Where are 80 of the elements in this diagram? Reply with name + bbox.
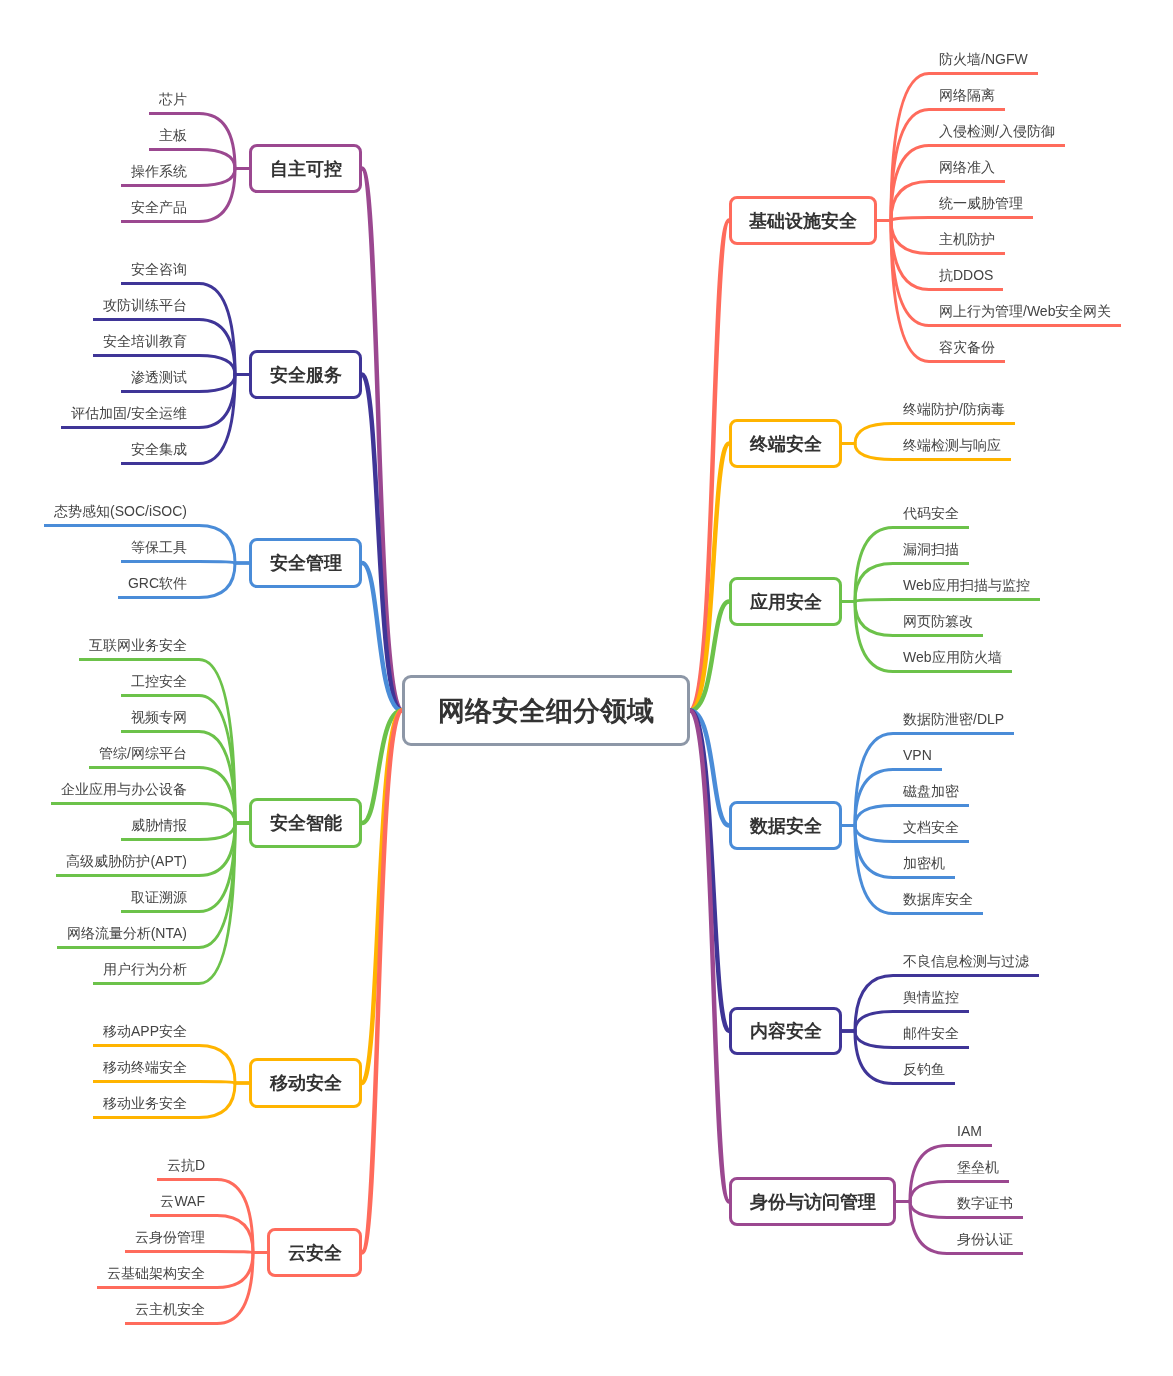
connector-line [197,561,251,599]
connector-line [840,824,895,915]
subtopic-label: 态势感知(SOC/iSOC) [44,501,199,527]
subtopic-label: 云主机安全 [125,1299,217,1325]
subtopic-label: 堡垒机 [947,1157,1009,1183]
subtopic-label: 网上行为管理/Web安全网关 [929,301,1122,327]
subtopic-label: 视频专网 [121,707,199,733]
subtopic-label: 代码安全 [893,503,969,529]
subtopic-label: 互联网业务安全 [79,635,199,661]
subtopic-label: 入侵检测/入侵防御 [929,121,1065,147]
topic-box: 数据安全 [729,801,842,850]
subtopic-label: 取证溯源 [121,887,199,913]
subtopic-label: 管综/网综平台 [89,743,199,769]
subtopic-label: 工控安全 [121,671,199,697]
subtopic-label: 不良信息检测与过滤 [893,951,1039,977]
subtopic-label: 威胁情报 [121,815,199,841]
topic-box: 基础设施安全 [729,196,877,245]
subtopic-label: 身份认证 [947,1229,1023,1255]
connector-line [840,442,895,461]
topic-box: 终端安全 [729,419,842,468]
subtopic-label: 主机防护 [929,229,1005,255]
subtopic-label: 云身份管理 [125,1227,217,1253]
subtopic-label: 云抗D [156,1155,217,1181]
subtopic-label: 移动终端安全 [93,1057,199,1083]
subtopic-label: 网络流量分析(NTA) [56,923,199,949]
subtopic-label: GRC软件 [117,573,199,599]
subtopic-label: 网页防篡改 [893,611,983,637]
subtopic-label: 磁盘加密 [893,781,969,807]
topic-box: 自主可控 [249,144,362,193]
subtopic-label: 高级威胁防护(APT) [56,851,199,877]
subtopic-label: 主板 [149,125,199,151]
subtopic-label: 云基础架构安全 [97,1263,217,1289]
subtopic-label: VPN [893,745,942,771]
subtopic-label: 反钓鱼 [893,1059,955,1085]
connector-line [840,1029,895,1085]
subtopic-label: 用户行为分析 [93,959,199,985]
subtopic-label: 安全集成 [121,439,199,465]
topic-box: 内容安全 [729,1007,842,1055]
topic-box: 安全智能 [249,798,362,848]
subtopic-label: 移动业务安全 [93,1093,199,1119]
subtopic-label: 统一威胁管理 [929,193,1033,219]
subtopic-label: Web应用防火墙 [893,647,1012,673]
subtopic-label: 邮件安全 [893,1023,969,1049]
topic-box: 安全服务 [249,350,362,399]
central-topic-box: 网络安全细分领域 [402,675,690,746]
subtopic-label: 网络隔离 [929,85,1005,111]
subtopic-label: 安全咨询 [121,259,199,285]
subtopic-label: 渗透测试 [121,367,199,393]
subtopic-label: 漏洞扫描 [893,539,969,565]
topic-box: 移动安全 [249,1058,362,1108]
subtopic-label: 终端检测与响应 [893,435,1011,461]
subtopic-label: 防火墙/NGFW [929,49,1038,75]
subtopic-label: 评估加固/安全运维 [61,403,199,429]
topic-box: 安全管理 [249,538,362,588]
subtopic-label: 抗DDOS [929,265,1004,291]
subtopic-label: 终端防护/防病毒 [893,399,1015,425]
subtopic-label: 文档安全 [893,817,969,843]
subtopic-label: IAM [947,1121,992,1147]
subtopic-label: 芯片 [149,89,199,115]
topic-box: 应用安全 [729,577,842,626]
subtopic-label: 安全产品 [121,197,199,223]
subtopic-label: 数字证书 [947,1193,1023,1219]
subtopic-label: 攻防训练平台 [93,295,199,321]
subtopic-label: 数据库安全 [893,889,983,915]
subtopic-label: 操作系统 [121,161,199,187]
subtopic-label: 移动APP安全 [93,1021,199,1047]
topic-box: 云安全 [267,1228,362,1277]
subtopic-label: 企业应用与办公设备 [51,779,199,805]
subtopic-label: 数据防泄密/DLP [893,709,1015,735]
topic-box: 身份与访问管理 [729,1177,896,1226]
subtopic-label: 加密机 [893,853,955,879]
subtopic-label: 等保工具 [121,537,199,563]
subtopic-label: 网络准入 [929,157,1005,183]
subtopic-label: 容灾备份 [929,337,1005,363]
subtopic-label: 舆情监控 [893,987,969,1013]
subtopic-label: 云WAF [150,1191,217,1217]
subtopic-label: Web应用扫描与监控 [893,575,1040,601]
subtopic-label: 安全培训教育 [93,331,199,357]
connector-line [840,600,895,673]
connector-line [197,1081,251,1119]
